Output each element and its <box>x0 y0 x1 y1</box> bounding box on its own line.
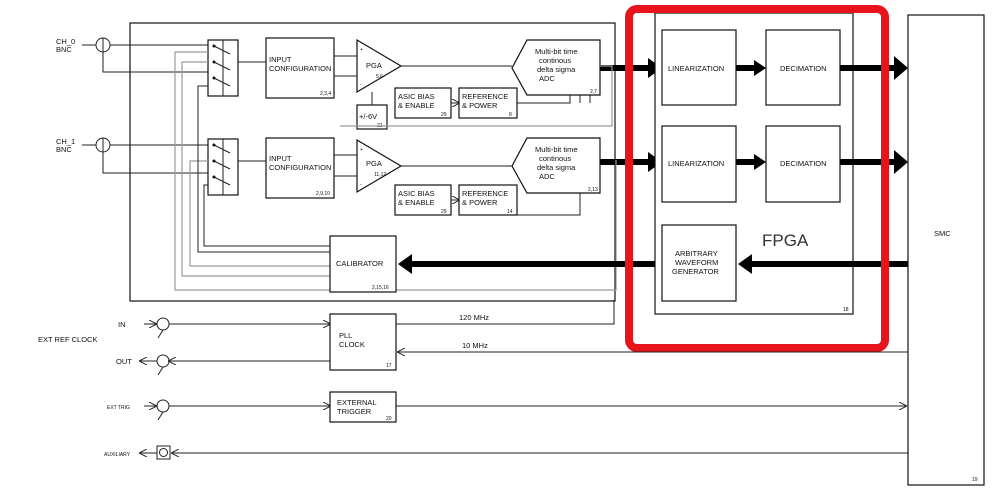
decimation-0-block <box>765 29 841 106</box>
reference-power-0-label-2: & POWER <box>462 101 498 110</box>
ext-trig-connector-icon <box>156 399 170 421</box>
pga-0-label: PGA <box>366 61 382 70</box>
adc-1-label-4: ADC <box>539 172 555 181</box>
pll-clock-ref: 17 <box>386 363 392 369</box>
out-label: OUT <box>116 357 132 366</box>
svg-text:-: - <box>360 182 362 188</box>
linearization-1-block <box>661 125 737 203</box>
awg-label-3: GENERATOR <box>672 267 719 276</box>
ch1-relay-switch-icon <box>207 138 239 196</box>
reference-power-1-ref: 14 <box>507 209 513 215</box>
asic-bias-0-ref: 29 <box>441 112 447 118</box>
linearization-0-block <box>661 29 737 106</box>
awg-block <box>661 224 737 302</box>
decimation-0-label: DECIMATION <box>780 64 827 73</box>
asic-bias-1-block <box>394 184 452 216</box>
linearization-0-label: LINEARIZATION <box>668 64 724 73</box>
calibrator-label: CALIBRATOR <box>336 259 384 268</box>
adc-1-ref: 2,13 <box>588 187 598 193</box>
adc-1-label-3: delta sigma <box>537 163 576 172</box>
ch1-label: CH_1 <box>56 137 75 146</box>
input-configuration-0-label: INPUT <box>269 55 292 64</box>
adc-1-label-2: continous <box>539 154 571 163</box>
input-configuration-0-block <box>265 37 335 99</box>
fpga-label: FPGA <box>762 231 809 250</box>
smc-label: SMC <box>934 229 951 238</box>
external-trigger-block <box>329 391 397 423</box>
asic-bias-0-label: ASIC BIAS <box>398 92 435 101</box>
reference-power-0-ref: 8 <box>509 112 512 118</box>
pga-1-amplifier: + - PGA 11,12 <box>356 138 403 194</box>
auxiliary-connector-icon <box>156 445 171 460</box>
ch0-bnc-connector-icon <box>82 37 111 53</box>
smc-ref: 19 <box>972 477 978 483</box>
asic-bias-1-label-2: & ENABLE <box>398 198 435 207</box>
ch0-relay-switch-icon <box>207 39 239 97</box>
ext-trig-label: EXT TRIG <box>107 405 130 411</box>
channel-0: CH_0 BNC INPUT CONFIGURATION 2,3,4 + - P… <box>56 37 662 130</box>
reference-power-1-label-2: & POWER <box>462 198 498 207</box>
ch1-bnc-label: BNC <box>56 145 72 154</box>
pga-0-amplifier: + - PGA 5,6 <box>356 38 403 94</box>
decimation-1-block <box>765 125 841 203</box>
ch0-label: CH_0 <box>56 37 75 46</box>
pll-clock-label: PLL <box>339 331 352 340</box>
ext-ref-clock-label: EXT REF CLOCK <box>38 335 97 344</box>
external-trigger-label: EXTERNAL <box>337 398 377 407</box>
linearization-1-label: LINEARIZATION <box>668 159 724 168</box>
reference-power-0-label: REFERENCE <box>462 92 508 101</box>
supply-block <box>356 104 388 130</box>
reference-power-1-block <box>458 184 518 216</box>
asic-bias-0-label-2: & ENABLE <box>398 101 435 110</box>
adc-1-block: Multi-bit time continous delta sigma ADC… <box>511 137 601 194</box>
pll-clock-label-2: CLOCK <box>339 340 365 349</box>
decimation-1-label: DECIMATION <box>780 159 827 168</box>
input-configuration-1-ref: 2,9,10 <box>316 191 330 197</box>
channel-1: CH_1 BNC INPUT CONFIGURATION 2,9,10 + - … <box>56 137 662 216</box>
awg-label-1: ARBITRARY <box>675 249 718 258</box>
external-trigger-label-2: TRIGGER <box>337 407 372 416</box>
reference-power-1-label: REFERENCE <box>462 189 508 198</box>
input-configuration-1-label: INPUT <box>269 154 292 163</box>
supply-label: +/-6V <box>359 112 377 121</box>
in-label: IN <box>118 320 126 329</box>
asic-bias-1-ref: 29 <box>441 209 447 215</box>
smc-block <box>907 14 985 486</box>
adc-0-block: Multi-bit time continous delta sigma ADC… <box>511 39 601 96</box>
in-connector-icon <box>156 317 170 339</box>
clock-120mhz-label: 120 MHz <box>459 313 489 322</box>
input-configuration-1-label-2: CONFIGURATION <box>269 163 331 172</box>
adc-0-label-1: Multi-bit time <box>535 47 578 56</box>
adc-0-label-2: continous <box>539 56 571 65</box>
pga-1-label: PGA <box>366 159 382 168</box>
awg-label-2: WAVEFORM <box>675 258 718 267</box>
pll-clock-block <box>329 313 397 371</box>
calibrator-ref: 2,15,16 <box>372 285 389 291</box>
pga-0-ref: 5,6 <box>376 74 383 80</box>
input-configuration-1-block <box>265 137 335 199</box>
clock-10mhz-label: 10 MHz <box>462 341 488 350</box>
asic-bias-1-label: ASIC BIAS <box>398 189 435 198</box>
adc-1-label-1: Multi-bit time <box>535 145 578 154</box>
adc-0-ref: 2,7 <box>590 89 597 95</box>
external-trigger-ref: 20 <box>386 416 392 422</box>
svg-text:+: + <box>360 47 363 53</box>
svg-text:+: + <box>360 147 363 153</box>
ch0-bnc-label: BNC <box>56 45 72 54</box>
input-configuration-0-ref: 2,3,4 <box>320 91 331 97</box>
adc-0-label-3: delta sigma <box>537 65 576 74</box>
input-configuration-0-label-2: CONFIGURATION <box>269 64 331 73</box>
adc-0-label-4: ADC <box>539 74 555 83</box>
pga-1-ref: 11,12 <box>374 172 386 178</box>
calibrator-block <box>329 235 397 293</box>
auxiliary-label: AUXILIARY <box>104 452 131 458</box>
ch1-bnc-connector-icon <box>82 137 111 153</box>
calibration-feedback-lines <box>174 51 617 291</box>
out-connector-icon <box>156 354 170 376</box>
fpga-highlight-box <box>625 5 889 352</box>
svg-text:-: - <box>360 82 362 88</box>
fpga-ref: 18 <box>843 307 849 313</box>
